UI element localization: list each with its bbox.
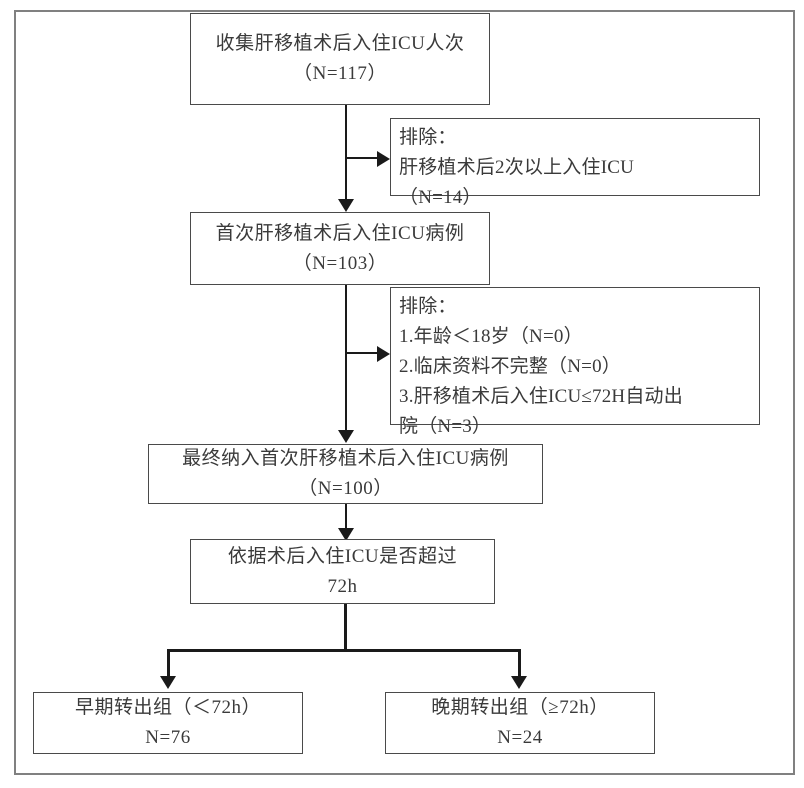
arrowhead-to-early-group xyxy=(160,676,176,689)
first-admission-line-2: （N=103） xyxy=(292,252,388,274)
connector-split-horizontal xyxy=(168,649,521,652)
connector-collected-to-exclusion-1 xyxy=(345,157,379,159)
exclusion-2-line-1: 排除： xyxy=(399,296,457,317)
first-admission-line-1: 首次肝移植术后入住ICU病例 xyxy=(215,222,465,244)
exclusion-box-2: 排除： 1.年龄＜18岁（N=0） 2.临床资料不完整（N=0） 3.肝移植术后… xyxy=(390,287,760,437)
first-admission-cases-box: 首次肝移植术后入住ICU病例 （N=103） xyxy=(190,212,490,285)
arrowhead-to-decision xyxy=(338,528,354,541)
final-included-line-2: （N=100） xyxy=(298,478,393,499)
late-group-line-1: 晚期转出组（≥72h） xyxy=(431,697,609,718)
collected-line-2: （N=117） xyxy=(293,63,387,84)
decision-line-2: 72h xyxy=(327,575,358,597)
arrowhead-to-first-admission xyxy=(338,199,354,212)
diagram-outer-frame xyxy=(14,10,795,775)
late-group-line-2: N=24 xyxy=(497,727,543,748)
exclusion-1-line-2: 肝移植术后2次以上入住ICU xyxy=(399,157,635,178)
early-transfer-group-box: 早期转出组（＜72h） N=76 xyxy=(33,692,303,754)
final-included-cases-box: 最终纳入首次肝移植术后入住ICU病例 （N=100） xyxy=(148,444,543,504)
connector-collected-to-first-admission xyxy=(345,105,347,205)
collected-line-1: 收集肝移植术后入住ICU人次 xyxy=(215,33,465,54)
connector-first-admission-to-final-included xyxy=(345,285,347,437)
exclusion-1-line-1: 排除： xyxy=(399,127,457,148)
collected-icu-admissions-box: 收集肝移植术后入住ICU人次 （N=117） xyxy=(190,13,490,105)
connector-final-included-to-decision xyxy=(345,504,347,536)
final-included-line-1: 最终纳入首次肝移植术后入住ICU病例 xyxy=(182,448,509,469)
decision-icu-stay-box: 依据术后入住ICU是否超过 72h xyxy=(190,539,495,604)
arrowhead-to-late-group xyxy=(511,676,527,689)
connector-split-left-drop xyxy=(167,649,170,682)
connector-decision-to-split xyxy=(344,604,347,651)
exclusion-2-line-3: 2.临床资料不完整（N=0） xyxy=(399,356,621,377)
early-group-line-2: N=76 xyxy=(145,727,191,748)
early-group-line-1: 早期转出组（＜72h） xyxy=(74,697,261,718)
connector-first-admission-to-exclusion-2 xyxy=(345,352,379,354)
exclusion-2-line-2: 1.年龄＜18岁（N=0） xyxy=(399,326,583,347)
exclusion-box-1: 排除： 肝移植术后2次以上入住ICU （N=14） xyxy=(390,118,760,208)
exclusion-2-line-4: 3.肝移植术后入住ICU≤72H自动出 xyxy=(399,386,683,407)
decision-line-1: 依据术后入住ICU是否超过 xyxy=(227,545,458,567)
arrowhead-to-exclusion-1 xyxy=(377,151,390,167)
arrowhead-to-final-included xyxy=(338,430,354,443)
arrowhead-to-exclusion-2 xyxy=(377,346,390,362)
exclusion-2-line-5: 院（N=3） xyxy=(399,416,492,437)
late-transfer-group-box: 晚期转出组（≥72h） N=24 xyxy=(385,692,655,754)
exclusion-1-line-3: （N=14） xyxy=(399,187,482,208)
connector-split-right-drop xyxy=(518,649,521,682)
